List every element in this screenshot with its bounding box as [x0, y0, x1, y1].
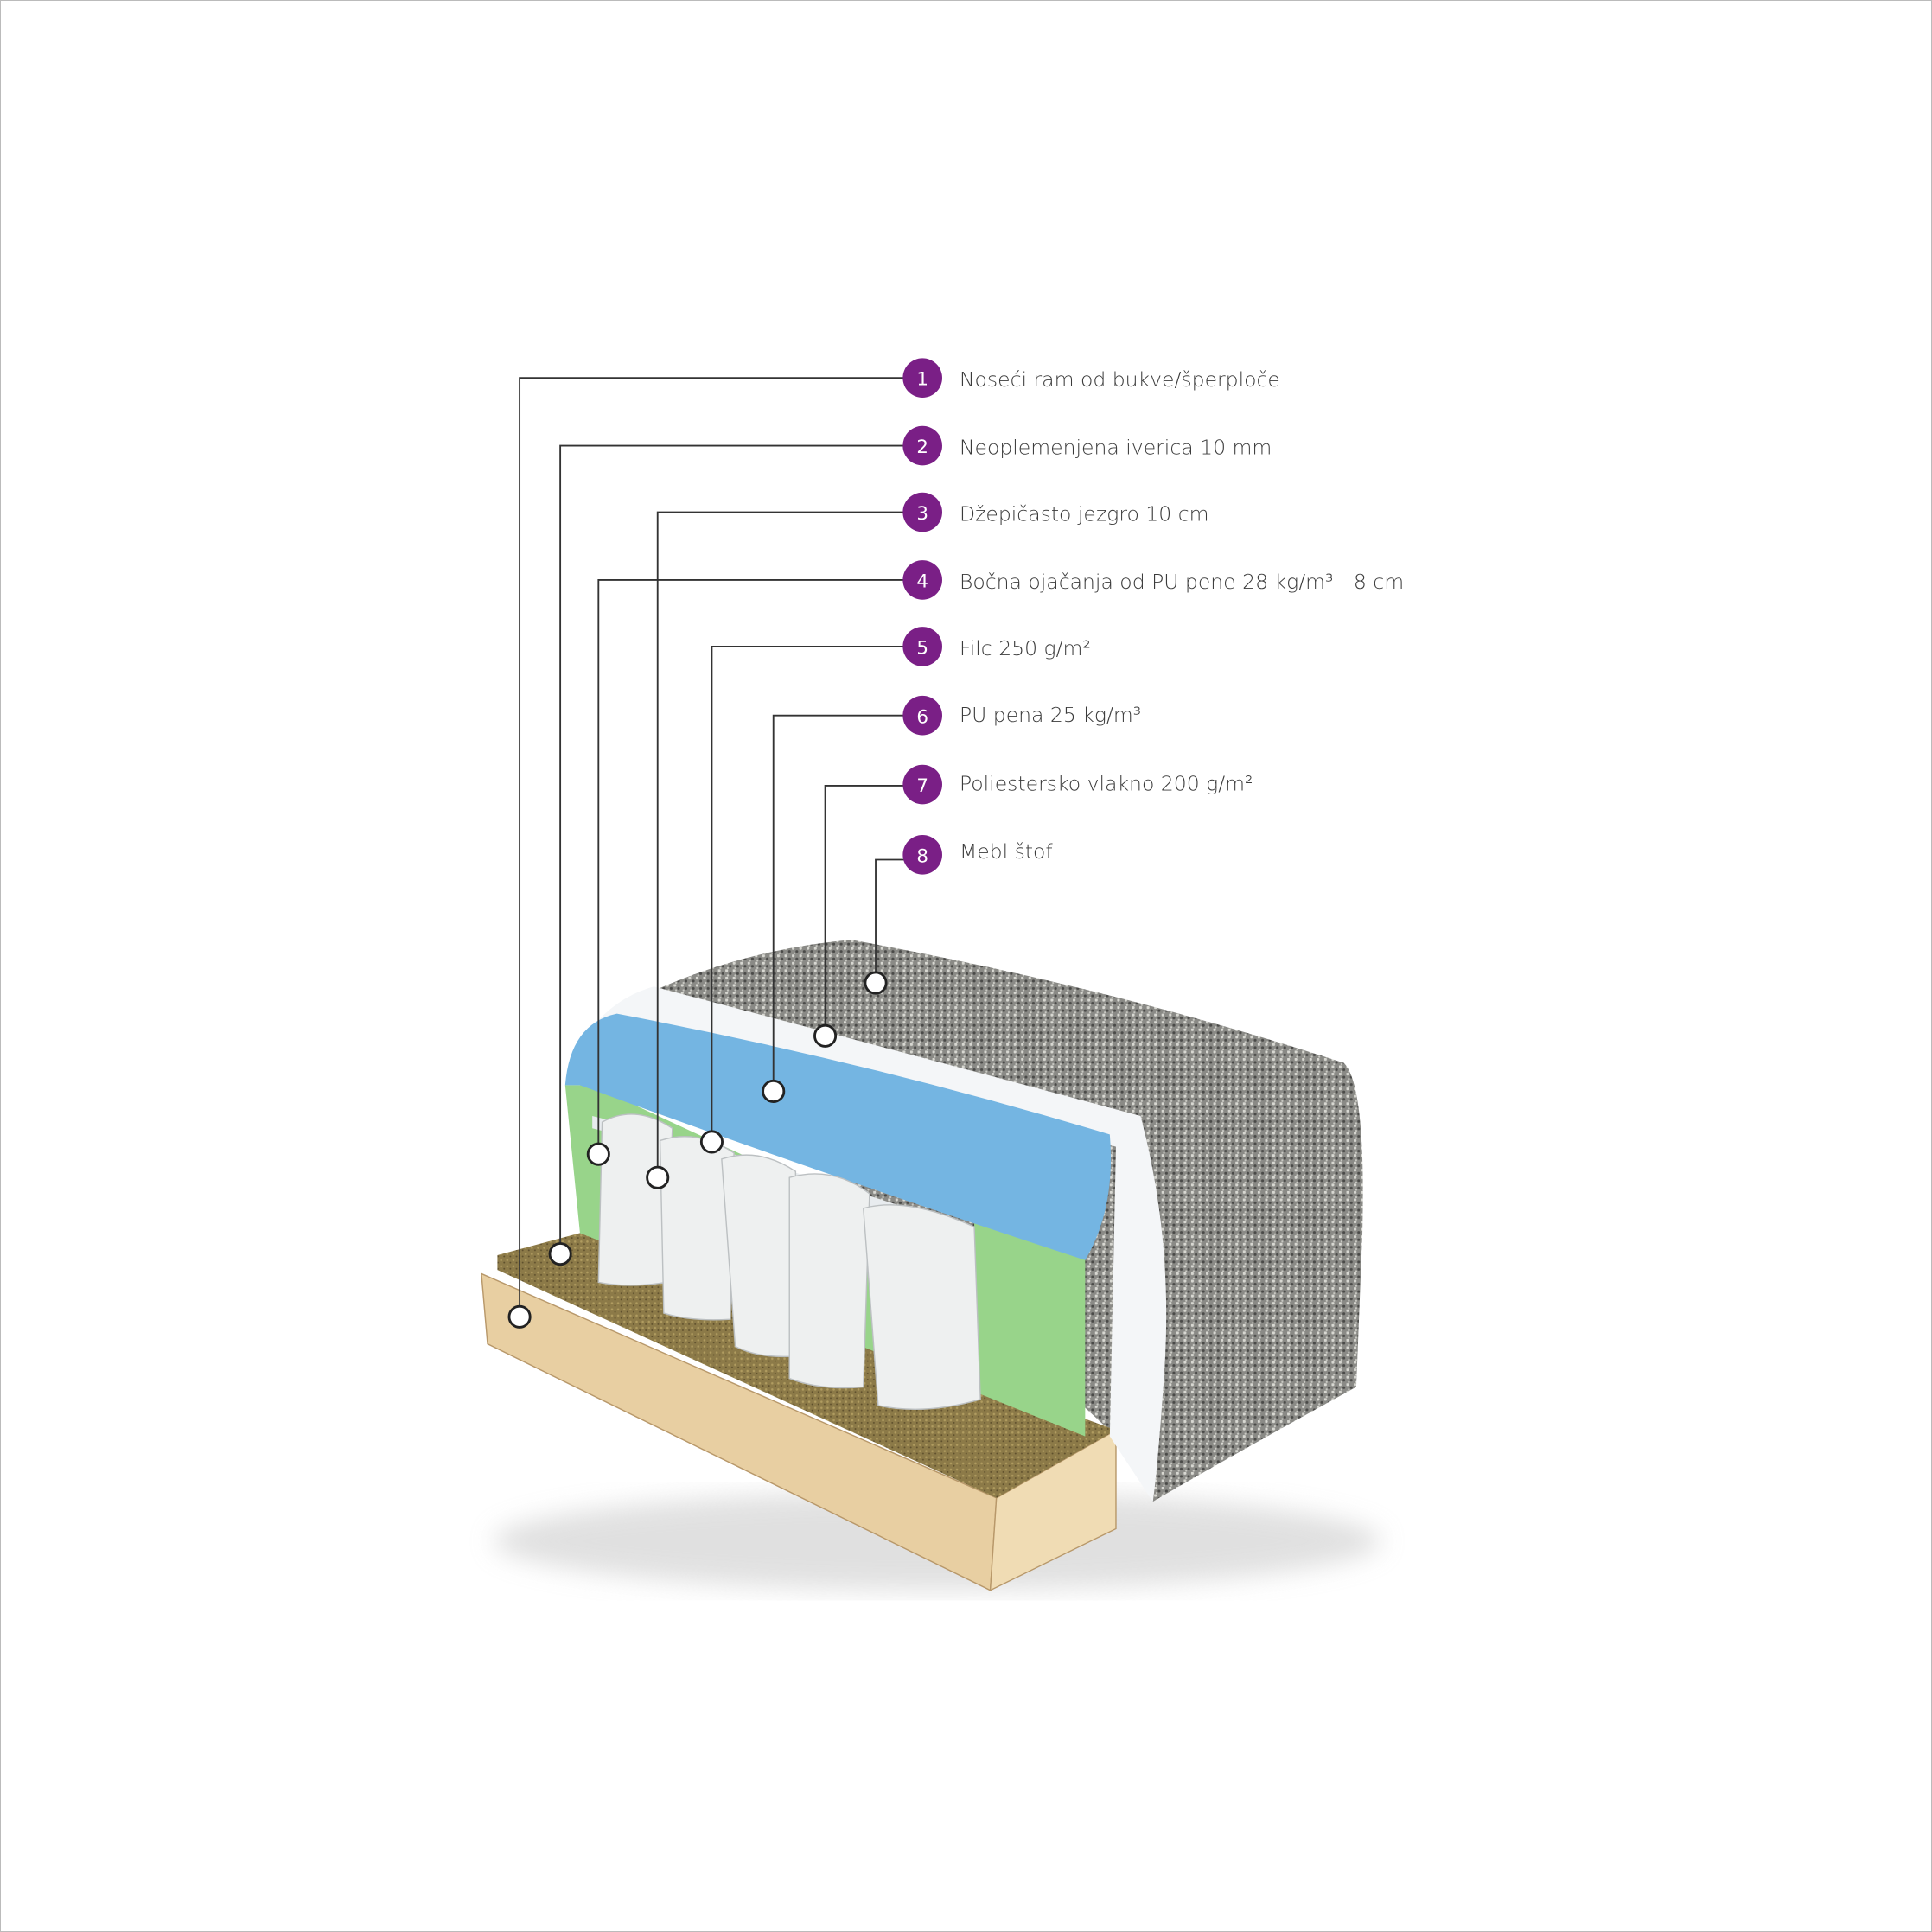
legend-number: 3 [916, 503, 928, 525]
marker-dot-5 [699, 1130, 724, 1154]
number-badge [902, 492, 942, 532]
marker-dot-6 [762, 1079, 786, 1104]
leader-line-5 [711, 645, 907, 1142]
marker-dot-1 [507, 1304, 532, 1329]
number-badge [902, 627, 942, 666]
legend: 1 Noseći ram od bukve/šperploče 2 Neopleme… [902, 358, 1404, 875]
legend-label: Bočna ojačanja od PU pene 28 kg/m³ - 8 c… [960, 570, 1404, 594]
leader-line-7 [824, 785, 907, 1036]
legend-label: Neoplemenjena iverica 10 mm [960, 436, 1272, 460]
leader-line-6 [772, 714, 907, 1092]
leader-line-8 [875, 858, 907, 984]
legend-label: Džepičasto jezgro 10 cm [960, 502, 1209, 526]
legend-label: PU pena 25 kg/m³ [960, 703, 1141, 727]
leader-line-3 [656, 511, 907, 1178]
legend-label: Noseći ram od bukve/šperploče [960, 367, 1280, 392]
leader-line-4 [597, 579, 907, 1155]
number-badge [902, 425, 942, 466]
leader-lines [519, 377, 907, 1317]
number-badge [902, 560, 942, 600]
legend-label: Filc 250 g/m² [960, 636, 1091, 660]
number-badge [902, 695, 942, 736]
number-badge [902, 834, 942, 875]
legend-item-3: 3 Džepičasto jezgro 10 cm [902, 492, 1209, 532]
legend-item-5: 5 Filc 250 g/m² [902, 627, 1091, 666]
legend-label: Poliestersko vlakno 200 g/m² [960, 772, 1253, 796]
legend-number: 5 [916, 637, 928, 659]
legend-number: 1 [916, 369, 928, 391]
leader-line-2 [559, 444, 907, 1254]
marker-dot-2 [548, 1242, 572, 1266]
marker-dot-3 [646, 1165, 670, 1189]
legend-item-4: 4 Bočna ojačanja od PU pene 28 kg/m³ - 8 … [902, 560, 1404, 600]
marker-dot-4 [586, 1142, 610, 1166]
legend-number: 2 [916, 437, 928, 458]
wood-frame-end [989, 1429, 1117, 1591]
pu-foam-blue [564, 1013, 1112, 1260]
legend-item-1: 1 Noseći ram od bukve/šperploče [902, 358, 1280, 398]
legend-item-7: 7 Poliestersko vlakno 200 g/m² [902, 764, 1253, 805]
legend-number: 6 [916, 706, 928, 728]
number-badge [902, 358, 942, 398]
legend-item-6: 6 PU pena 25 kg/m³ [902, 695, 1141, 736]
legend-number: 4 [916, 571, 928, 592]
marker-dot-7 [813, 1023, 838, 1048]
legend-item-2: 2 Neoplemenjena iverica 10 mm [902, 425, 1272, 466]
number-badge [902, 764, 942, 805]
legend-item-8: 8 Mebl štof [902, 834, 1053, 875]
pocket-springs [597, 1113, 981, 1410]
leader-dots [507, 971, 888, 1329]
legend-number: 7 [916, 775, 928, 797]
legend-number: 8 [916, 845, 928, 867]
legend-label: Mebl štof [960, 839, 1053, 864]
leader-line-1 [519, 377, 907, 1317]
marker-dot-8 [864, 971, 888, 995]
